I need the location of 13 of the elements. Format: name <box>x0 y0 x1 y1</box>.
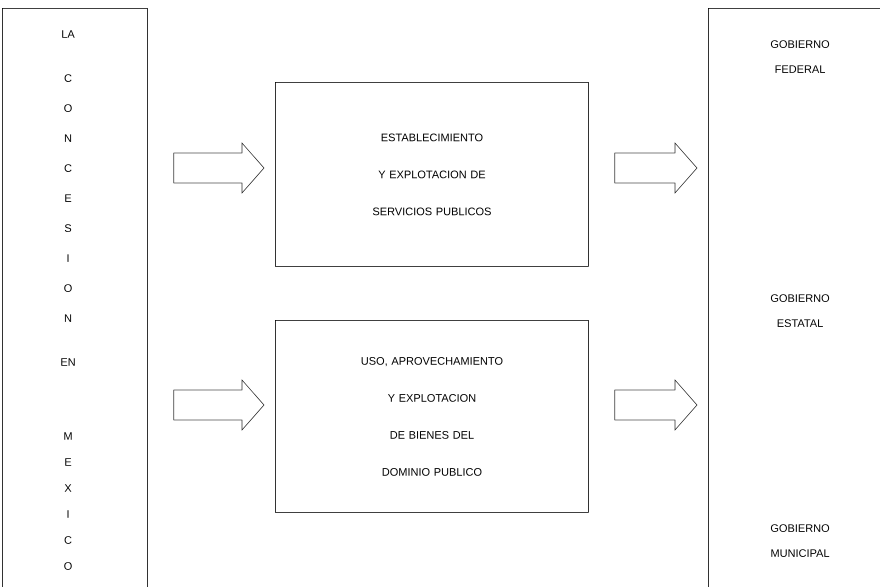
block-arrow <box>174 142 264 194</box>
box-label: LA <box>62 30 75 38</box>
box-label: GOBIERNO FEDERAL <box>770 40 830 73</box>
process-box: ESTABLECIMIENTO Y EXPLOTACION DE SERVICIOS PUBLICOS <box>275 82 589 267</box>
box-label: GOBIERNO MUNICIPAL <box>770 524 830 557</box>
block-arrow <box>174 379 264 431</box>
block-arrow <box>614 379 698 431</box>
box-label: GOBIERNO ESTATAL <box>770 294 830 327</box>
box-label: C O N C E S I O N <box>64 74 72 322</box>
box-label: M E X I C O <box>64 432 72 570</box>
box-label: EN <box>61 358 75 366</box>
process-box: USO, APROVECHAMIENTO Y EXPLOTACION DE BIENES DEL DOMINIO PUBLICO <box>275 320 589 513</box>
block-arrow <box>614 142 698 194</box>
